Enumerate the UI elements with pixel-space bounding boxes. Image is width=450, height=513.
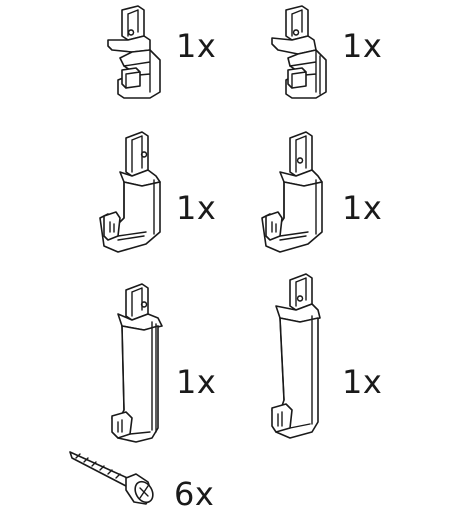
quantity-label: 1x: [342, 27, 383, 65]
quantity-label: 1x: [176, 189, 217, 227]
quantity-label: 1x: [342, 363, 383, 401]
medium-hanger-bracket-icon: [99, 131, 161, 253]
quantity-label: 1x: [342, 189, 383, 227]
medium-hanger-bracket-icon: [261, 131, 323, 253]
short-hanger-bracket-icon: [271, 5, 327, 99]
quantity-label: 1x: [176, 363, 217, 401]
quantity-label: 6x: [174, 475, 215, 513]
long-hanger-bracket-icon: [111, 283, 163, 443]
countersunk-screw-icon: [69, 451, 154, 505]
quantity-label: 1x: [176, 27, 217, 65]
short-hanger-bracket-icon: [107, 5, 161, 99]
long-hanger-bracket-icon: [271, 273, 321, 439]
